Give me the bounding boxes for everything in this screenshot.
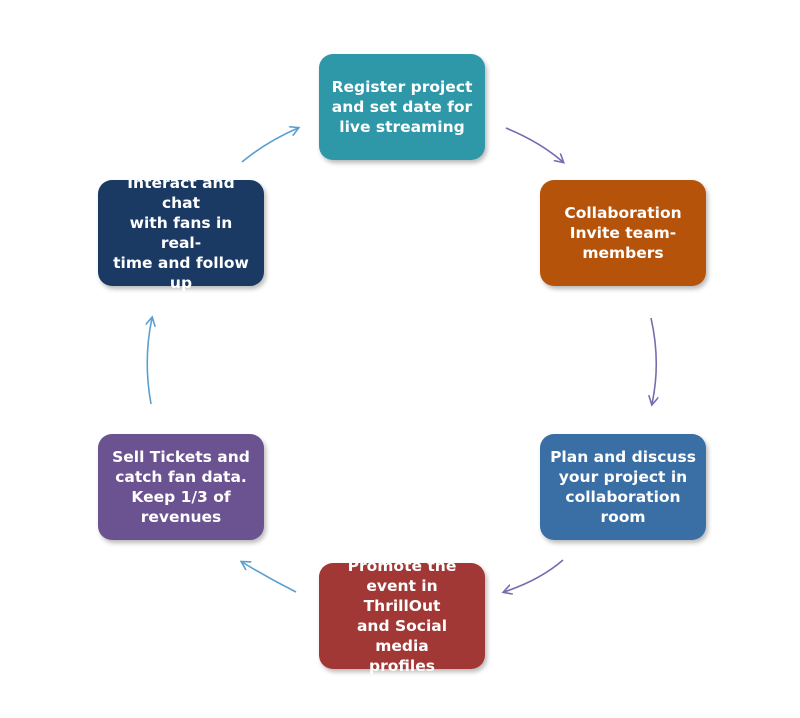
arrow-promote-to-sell (242, 562, 297, 593)
arrow-collaboration-to-plan (651, 317, 656, 404)
step-plan-and-discuss-label: Plan and discuss your project in collabo… (550, 448, 696, 526)
step-sell-tickets: Sell Tickets and catch fan data. Keep 1/… (98, 434, 264, 540)
arrow-plan-to-promote (504, 559, 564, 592)
arrow-sell-to-interact (147, 318, 152, 405)
arrow-interact-to-register (241, 128, 298, 163)
step-promote-event: Promote the event in ThrillOut and Socia… (319, 557, 485, 675)
step-interact-with-fans: Interact and chat with fans in real- tim… (98, 174, 264, 292)
step-promote-event-label: Promote the event in ThrillOut and Socia… (347, 557, 457, 675)
step-collaboration: Collaboration Invite team- members (540, 180, 706, 286)
step-sell-tickets-label: Sell Tickets and catch fan data. Keep 1/… (112, 448, 250, 526)
step-collaboration-label: Collaboration Invite team- members (564, 204, 682, 262)
step-interact-with-fans-label: Interact and chat with fans in real- tim… (113, 174, 249, 292)
arrow-register-to-collaboration (505, 127, 563, 162)
step-register-project: Register project and set date for live s… (319, 54, 485, 160)
step-register-project-label: Register project and set date for live s… (331, 78, 473, 136)
step-plan-and-discuss: Plan and discuss your project in collabo… (540, 434, 706, 540)
